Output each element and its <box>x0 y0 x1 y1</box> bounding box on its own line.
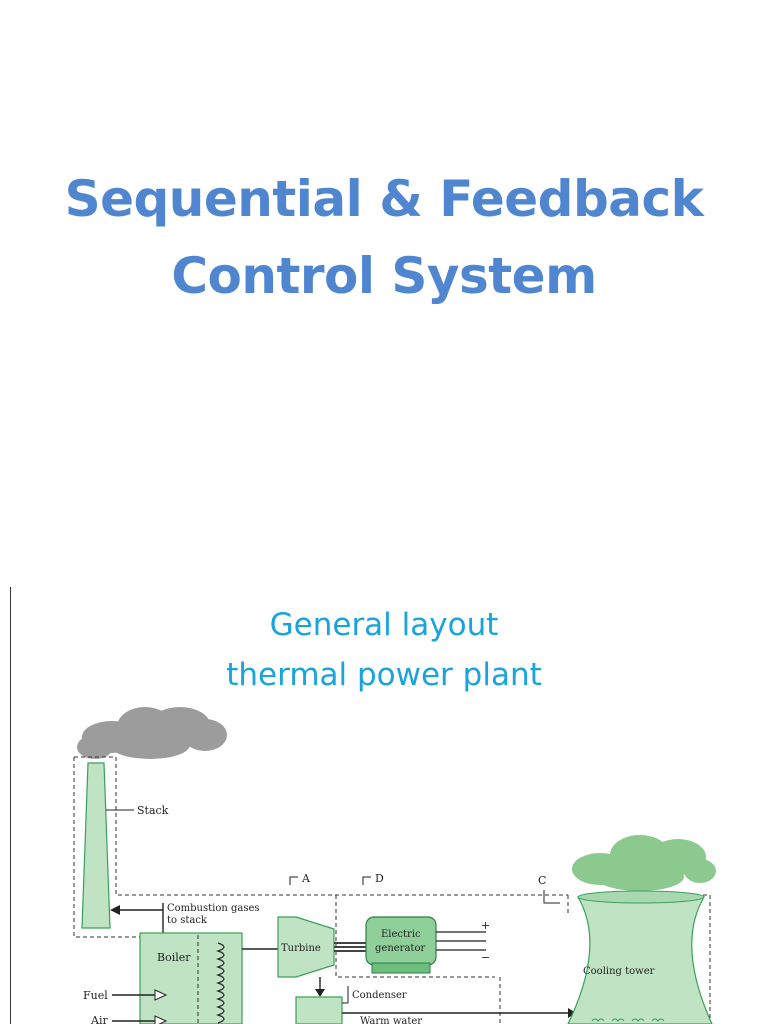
turbine: Turbine <box>277 916 335 978</box>
boundary-a-label: A <box>301 872 311 885</box>
stack-label: Stack <box>137 804 169 817</box>
content-slide: General layout thermal power plant Stack <box>0 585 768 1024</box>
fuel-label: Fuel <box>83 989 108 1002</box>
plus-terminal: + <box>481 919 490 932</box>
slide-heading-line-2: thermal power plant <box>226 657 542 693</box>
boundary-c-label: C <box>538 874 546 887</box>
generator-label-1: Electric <box>381 929 421 940</box>
generator-label-2: generator <box>375 943 425 954</box>
condenser <box>295 996 343 1024</box>
air-label: Air <box>90 1014 108 1024</box>
smoke-cloud-icon <box>77 707 227 759</box>
cooling-tower-label: Cooling tower <box>583 966 655 977</box>
boiler-coil-icon <box>216 942 225 1024</box>
slide-title-line-2: Control System <box>171 247 597 305</box>
minus-terminal: − <box>481 951 490 964</box>
slide-heading-line-1: General layout <box>269 607 499 643</box>
turbine-label: Turbine <box>281 943 321 954</box>
title-slide: Sequential & Feedback Control System <box>64 170 704 305</box>
stack: Stack <box>81 762 169 929</box>
electric-generator: Electric generator <box>365 916 437 974</box>
slide-title-line-1: Sequential & Feedback <box>64 170 704 228</box>
condenser-label: Condenser <box>352 990 407 1001</box>
warm-water-label: Warm water <box>360 1016 422 1024</box>
boiler-label: Boiler <box>157 951 191 964</box>
power-plant-diagram: Stack A D C Combustion gases to stack <box>73 707 716 1024</box>
slide-border <box>10 587 11 1024</box>
combustion-label-2: to stack <box>167 915 208 926</box>
boundary-d-label: D <box>375 872 384 885</box>
boiler: Boiler <box>139 932 243 1024</box>
cooling-tower: Cooling tower <box>567 890 713 1024</box>
combustion-label-1: Combustion gases <box>167 903 260 914</box>
steam-plume-icon <box>572 835 716 891</box>
